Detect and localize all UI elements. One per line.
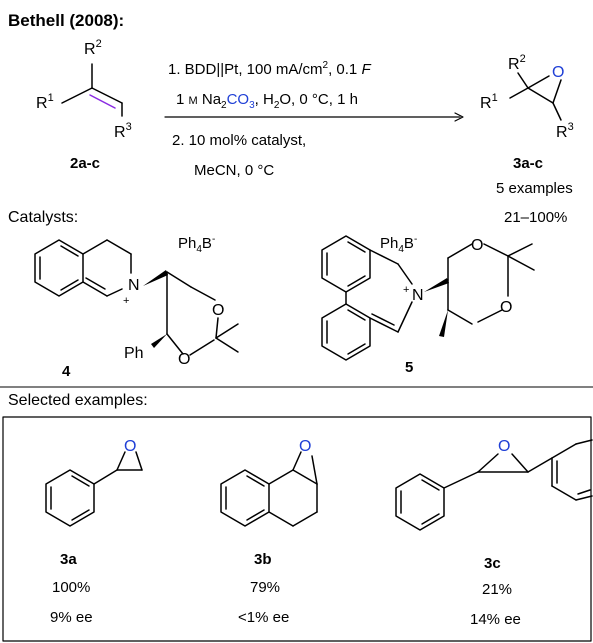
- catalysts-label: Catalysts:: [8, 209, 78, 226]
- example-3a-yield: 100%: [52, 579, 90, 596]
- reaction-arrowhead: [454, 112, 464, 122]
- catalyst-4-ring-oxygen-1: O: [212, 302, 224, 319]
- product-r2: R2: [508, 53, 526, 73]
- catalyst-5-ring-oxygen-1: O: [471, 237, 483, 254]
- scheme-title: Bethell (2008):: [8, 11, 124, 30]
- example-3b-ee: <1% ee: [238, 609, 289, 626]
- product-oxygen: O: [552, 64, 564, 81]
- example-3c-oxygen: O: [498, 438, 510, 455]
- catalyst-5-counterion: Ph4B-: [380, 234, 417, 255]
- catalyst-4-ph-wedge: [151, 334, 167, 348]
- product-example-count: 5 examples: [496, 180, 573, 197]
- catalyst-4-nitrogen: N: [128, 277, 140, 294]
- examples-box: [2, 416, 592, 642]
- substrate-r3: R3: [114, 121, 132, 141]
- examples-label: Selected examples:: [8, 392, 148, 409]
- example-3c-label: 3c: [484, 555, 501, 572]
- catalyst-5-ring-oxygen-2: O: [500, 299, 512, 316]
- conditions-line-3: 2. 10 mol% catalyst,: [172, 132, 306, 149]
- catalyst-5-charge: +: [403, 284, 409, 296]
- catalyst-5-label: 5: [405, 359, 413, 376]
- product-r3: R3: [556, 121, 574, 141]
- catalyst-5-methyl-wedge: [439, 310, 448, 337]
- catalyst-4-charge: +: [123, 295, 129, 307]
- catalyst-4-ring-oxygen-2: O: [178, 351, 190, 368]
- substrate-label: 2a-c: [70, 155, 100, 172]
- carbonate-formula: CO: [227, 91, 250, 108]
- alkene-double-bond: [89, 94, 116, 109]
- example-3b-structure: [220, 451, 318, 527]
- example-3a-label: 3a: [60, 551, 77, 568]
- catalyst-4-wedge: [143, 270, 168, 286]
- conditions-line-1: 1. BDD||Pt, 100 mA/cm2, 0.1 F: [168, 60, 371, 78]
- example-3c-structure: [395, 439, 593, 531]
- product-r1: R1: [480, 92, 498, 112]
- conditions-line-2: 1 M Na2CO3, H2O, 0 °C, 1 h: [176, 91, 358, 111]
- example-3c-ee: 14% ee: [470, 611, 521, 628]
- example-3a-structure: [45, 451, 143, 527]
- catalyst-4-label: 4: [62, 363, 71, 380]
- example-3b-oxygen: O: [299, 438, 311, 455]
- catalyst-4-phenyl: Ph: [124, 345, 144, 362]
- catalyst-5-nitrogen: N: [412, 287, 424, 304]
- substrate-r1: R1: [36, 92, 54, 112]
- catalyst-4-structure: [34, 239, 239, 356]
- product-epoxide: O R2 R1 R3: [480, 53, 574, 141]
- product-yield-range: 21–100%: [504, 209, 567, 226]
- catalyst-4-counterion: Ph4B-: [178, 234, 215, 255]
- catalyst-5-structure: [321, 235, 535, 361]
- substrate-r2: R2: [84, 38, 102, 58]
- example-3b-label: 3b: [254, 551, 272, 568]
- substrate-alkene: R2 R1 R3: [36, 38, 132, 141]
- catalyst-5-wedge: [424, 278, 449, 292]
- example-3b-yield: 79%: [250, 579, 280, 596]
- product-label: 3a-c: [513, 155, 543, 172]
- conditions-line-4: MeCN, 0 °C: [194, 162, 274, 179]
- example-3a-ee: 9% ee: [50, 609, 93, 626]
- example-3a-oxygen: O: [124, 438, 136, 455]
- example-3c-yield: 21%: [482, 581, 512, 598]
